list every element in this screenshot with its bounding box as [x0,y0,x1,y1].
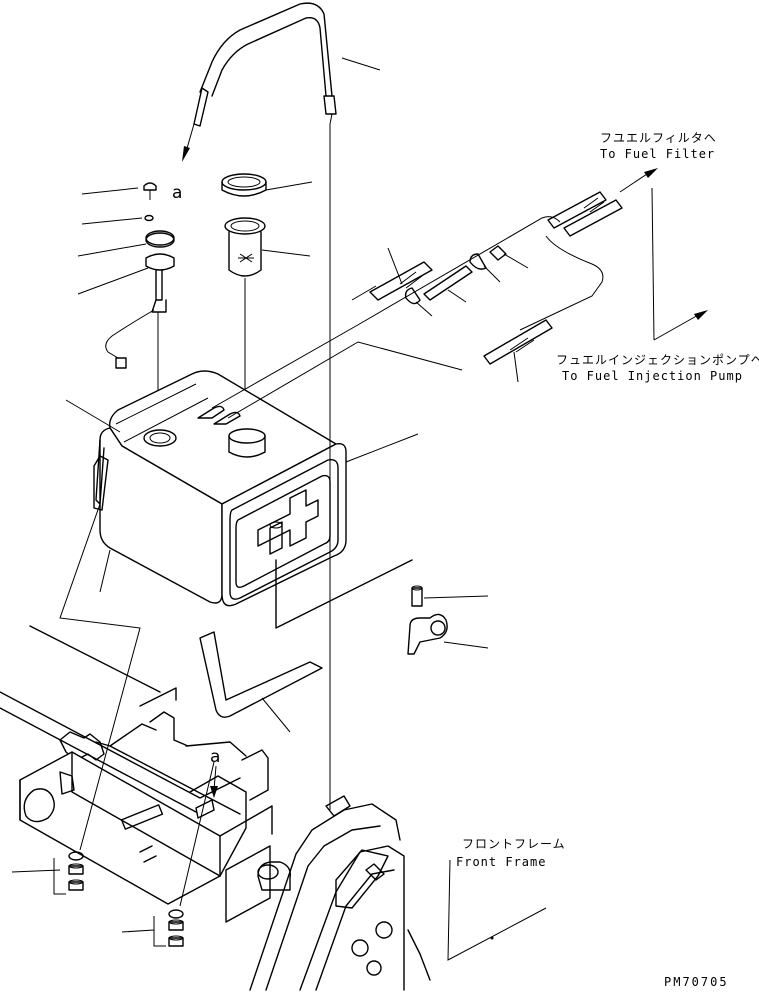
callout-injection-pump-jp: フュエルインジェクションポンプヘ [556,353,759,367]
leader-lines-hoses [387,247,529,383]
tank-strap-bottom [199,631,323,718]
marker-a-top: a [172,183,182,203]
fuel-line-routing [211,168,708,419]
mounting-frame [0,625,273,923]
drawing-code: PM70705 [664,975,729,989]
front-frame [249,795,547,991]
fuel-tank [93,370,347,607]
leader-lines-left [77,187,149,295]
drain-valve-parts [275,559,448,655]
tank-strap-top [193,2,337,127]
callout-front-frame-en: Front Frame [456,855,546,869]
filler-cap [221,173,267,197]
callout-front-frame-jp: フロントフレーム [462,837,566,851]
callout-injection-pump-en: To Fuel Injection Pump [562,369,743,383]
marker-a-bottom: a [210,747,220,767]
nut-washer-set-bottom [121,909,184,947]
nut-washer-set-left [11,851,84,895]
callout-fuel-filter-en: To Fuel Filter [600,147,715,161]
callout-fuel-filter-jp: フユエルフィルタヘ [600,131,717,145]
guide-line-nuts-bottom [179,761,215,907]
guide-line-nuts-left [59,503,141,851]
